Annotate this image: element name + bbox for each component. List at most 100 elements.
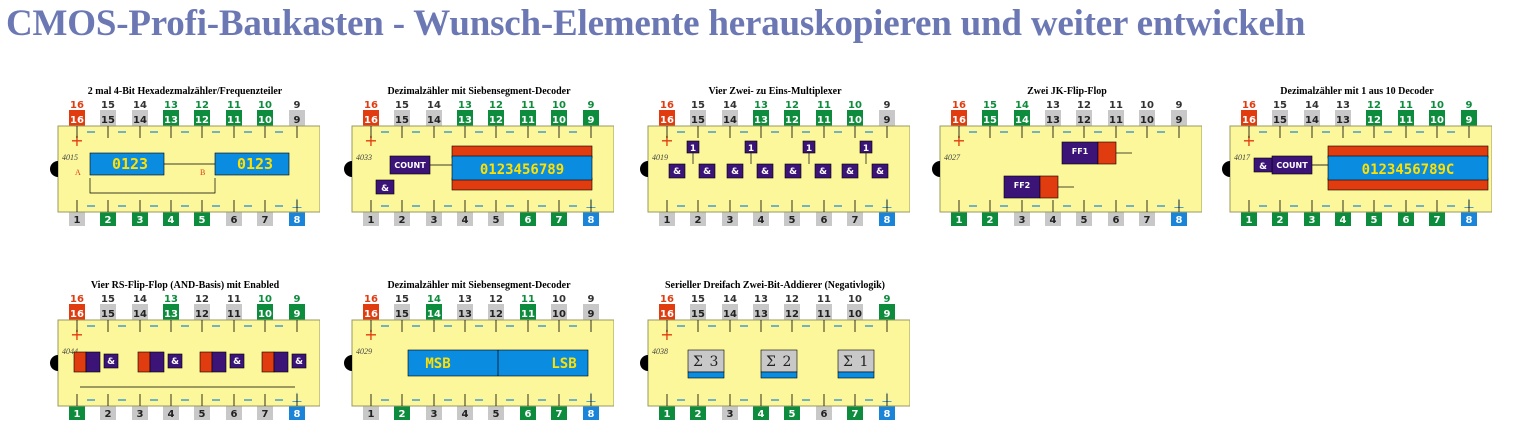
bottom-pin-5 [784,212,800,226]
bottom-pin-7 [847,406,863,420]
bottom-pin-label: 1 [74,215,81,226]
top-pin-12 [1366,110,1382,126]
top-pin-15 [394,304,410,320]
bottom-pin-5 [1366,212,1382,226]
top-pin-number: 9 [1176,115,1183,126]
and-gate [814,163,832,179]
bottom-pin-1 [659,406,675,420]
top-pin-16 [363,110,379,126]
mux-one-label: 1 [806,144,812,154]
top-pin-16 [659,110,675,126]
top-pin-number: 11 [817,309,831,320]
bottom-pin-4 [163,406,179,420]
sum-label: 1 [860,354,869,370]
bottom-pin-label: 3 [1019,215,1026,226]
top-pin-number: 11 [817,115,831,126]
top-pin-number: 11 [521,115,535,126]
top-pin-number: 16 [70,309,84,320]
top-pin-number: 13 [164,115,178,126]
bottom-pin-label: 2 [105,215,112,226]
top-pin-label: 12 [1077,100,1091,111]
top-pin-label: 13 [754,100,768,111]
vdd-symbol: + [660,325,673,344]
bottom-pin-3 [426,212,442,226]
bottom-pin-label: 3 [137,409,144,420]
top-pin-label: 10 [258,100,272,111]
top-pin-11 [816,110,832,126]
bottom-pin-7 [551,212,567,226]
ff-label: FF2 [1014,181,1031,190]
top-pin-number: 16 [364,115,378,126]
bottom-pin-label: 6 [821,215,828,226]
and-gate [167,353,183,369]
top-pin-number: 13 [164,309,178,320]
bottom-pin-4 [753,212,769,226]
top-pin-16 [69,110,85,126]
top-pin-label: 10 [1140,100,1154,111]
bottom-pin-label: 2 [1277,215,1284,226]
top-pin-9 [879,110,895,126]
top-pin-number: 14 [1015,115,1029,126]
top-pin-11 [1398,110,1414,126]
bottom-pin-label: 4 [462,409,469,420]
top-pin-label: 14 [1015,100,1029,111]
top-pin-label: 13 [458,100,472,111]
bottom-pin-label: 3 [431,409,438,420]
top-pin-number: 9 [884,309,891,320]
and-gate-label: & [381,184,389,194]
chip-4015[interactable]: 2 mal 4-Bit Hexadezmalzähler/Frequenztei… [50,84,350,244]
bottom-pin-1 [1241,212,1257,226]
rs-latch [211,351,227,373]
top-pin-label: 14 [427,100,441,111]
top-pin-label: 10 [848,100,862,111]
top-pin-number: 13 [754,309,768,320]
top-pin-number: 14 [133,115,147,126]
top-pin-13 [753,110,769,126]
top-pin-number: 10 [848,309,862,320]
top-pin-14 [426,110,442,126]
and-gate-label: & [876,167,884,177]
bottom-pin-2 [100,406,116,420]
top-pin-number: 15 [1273,115,1287,126]
top-pin-number: 14 [133,309,147,320]
top-pin-label: 14 [723,100,737,111]
top-pin-11 [1108,110,1124,126]
rs-inputs [73,351,87,373]
top-pin-label: 9 [884,294,891,305]
bottom-pin-1 [363,212,379,226]
top-pin-label: 12 [489,100,503,111]
vdd-symbol: + [364,131,377,150]
bottom-pin-4 [457,406,473,420]
top-pin-number: 14 [427,115,441,126]
bottom-pin-label: 4 [462,215,469,226]
chip-title: Vier Zwei- zu Eins-Multiplexer [708,86,842,97]
top-pin-number: 14 [723,115,737,126]
bottom-pin-label: 2 [695,409,702,420]
bottom-pin-4 [753,406,769,420]
bottom-pin-8 [289,212,305,226]
counter-label: B [200,168,205,177]
bottom-pin-label: 3 [1309,215,1316,226]
top-pin-12 [784,304,800,320]
bottom-pin-1 [69,406,85,420]
bottom-pin-label: 6 [525,215,532,226]
bottom-pin-label: 2 [399,409,406,420]
and-gate-label: & [789,167,797,177]
chip-4044[interactable]: Vier RS-Flip-Flop (AND-Basis) mit Enable… [50,278,350,438]
top-pin-label: 16 [660,100,674,111]
chip-4038[interactable]: Serieller Dreifach Zwei-Bit-Addierer (Ne… [640,278,940,438]
bottom-pin-8 [1171,212,1187,226]
bottom-pin-6 [1108,212,1124,226]
top-pin-number: 11 [521,309,535,320]
top-pin-11 [226,110,242,126]
bottom-pin-7 [551,406,567,420]
mux-one-label: 1 [748,144,754,154]
